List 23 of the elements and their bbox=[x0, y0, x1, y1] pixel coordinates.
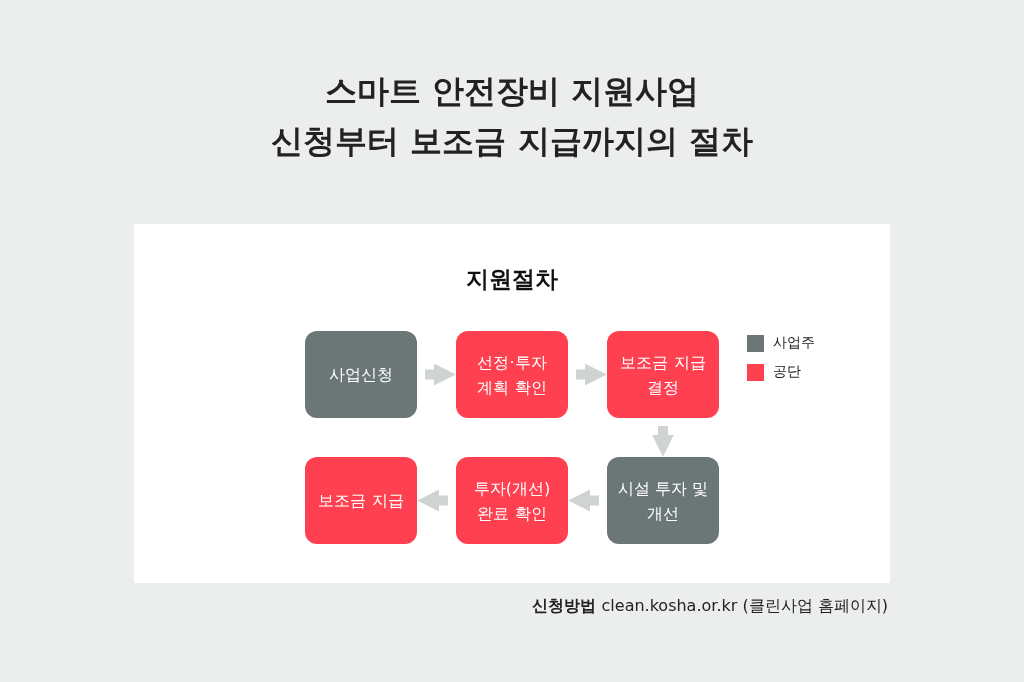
arrow bbox=[417, 489, 448, 512]
step-label: 보조금 지급 결정 bbox=[619, 351, 707, 399]
arrow bbox=[425, 363, 456, 386]
note-text: 신청방법 clean.kosha.or.kr (클린사업 홈페이지) bbox=[532, 596, 888, 617]
panel-background bbox=[134, 224, 890, 583]
arrow bbox=[576, 363, 607, 386]
arrow bbox=[568, 489, 599, 512]
step-label: 투자(개선) 완료 확인 bbox=[472, 477, 552, 525]
step-label: 선정·투자 계획 확인 bbox=[476, 351, 548, 399]
legend-label: 공단 bbox=[773, 363, 801, 381]
heading: 지원절차 bbox=[465, 265, 559, 294]
process-box bbox=[607, 457, 719, 544]
arrow bbox=[652, 426, 674, 457]
step-label: 사업신청 bbox=[328, 364, 394, 386]
process-box bbox=[305, 331, 417, 418]
process-box bbox=[607, 331, 719, 418]
process-box bbox=[305, 457, 417, 544]
legend-label: 사업주 bbox=[773, 334, 815, 352]
title: 스마트 안전장비 지원사업 신청부터 보조금 지급까지의 절차 bbox=[270, 71, 754, 162]
step-label: 시설 투자 및 개선 bbox=[616, 477, 710, 525]
step-label: 보조금 지급 bbox=[317, 490, 405, 512]
process-box bbox=[456, 457, 568, 544]
process-box bbox=[456, 331, 568, 418]
